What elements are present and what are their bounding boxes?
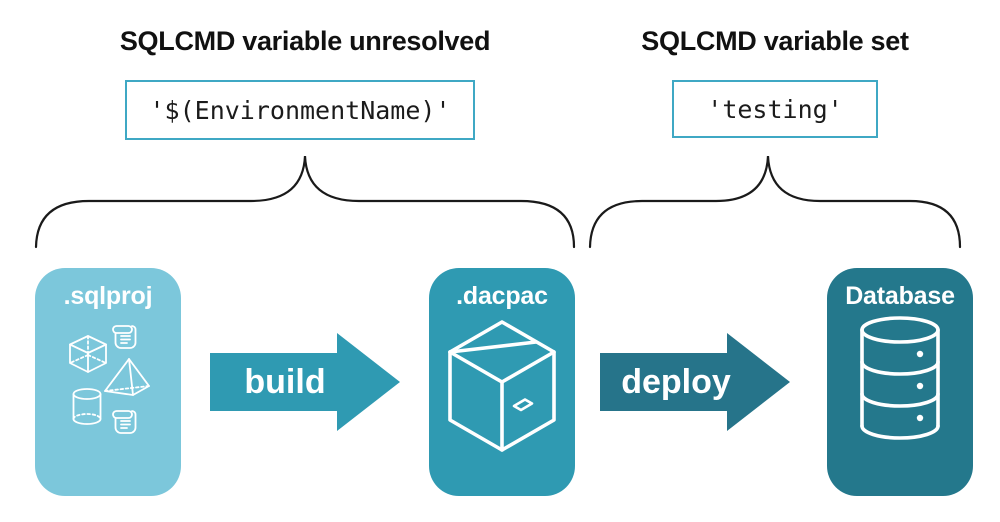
pyramid-icon xyxy=(104,358,150,396)
cube-icon xyxy=(69,335,107,373)
sql-objects-icon-cluster xyxy=(69,325,150,434)
script-icon xyxy=(112,325,137,349)
code-box-testing-value: 'testing' xyxy=(672,80,878,138)
stage-label-dacpac: .dacpac xyxy=(456,282,548,310)
build-arrow-icon xyxy=(210,333,400,431)
build-arrow-label: build xyxy=(244,362,326,401)
heading-sqlcmd-unresolved: SQLCMD variable unresolved xyxy=(119,26,491,56)
build-arrow-shape xyxy=(210,333,400,431)
deploy-arrow-label: deploy xyxy=(621,362,731,401)
script-icon xyxy=(112,410,137,434)
deploy-arrow-icon xyxy=(600,333,790,431)
stage-card-sqlproj: .sqlproj xyxy=(35,268,181,496)
package-icon xyxy=(448,320,556,452)
right-brace-icon xyxy=(588,155,962,249)
database-dot xyxy=(916,382,924,390)
deploy-arrow-shape xyxy=(600,333,790,431)
database-cylinder-outline xyxy=(860,316,940,440)
code-box-environment-variable: '$(EnvironmentName)' xyxy=(125,80,475,140)
cylinder-icon xyxy=(72,388,102,425)
stage-card-database: Database xyxy=(827,268,973,496)
database-dot xyxy=(916,414,924,422)
package-box-outline xyxy=(448,320,556,452)
left-brace-icon xyxy=(34,155,576,249)
heading-sqlcmd-set: SQLCMD variable set xyxy=(641,26,909,56)
stage-label-sqlproj: .sqlproj xyxy=(63,282,153,310)
database-dot xyxy=(916,350,924,358)
database-icon xyxy=(860,316,940,440)
stage-label-database: Database xyxy=(845,282,955,310)
stage-card-dacpac: .dacpac xyxy=(429,268,575,496)
